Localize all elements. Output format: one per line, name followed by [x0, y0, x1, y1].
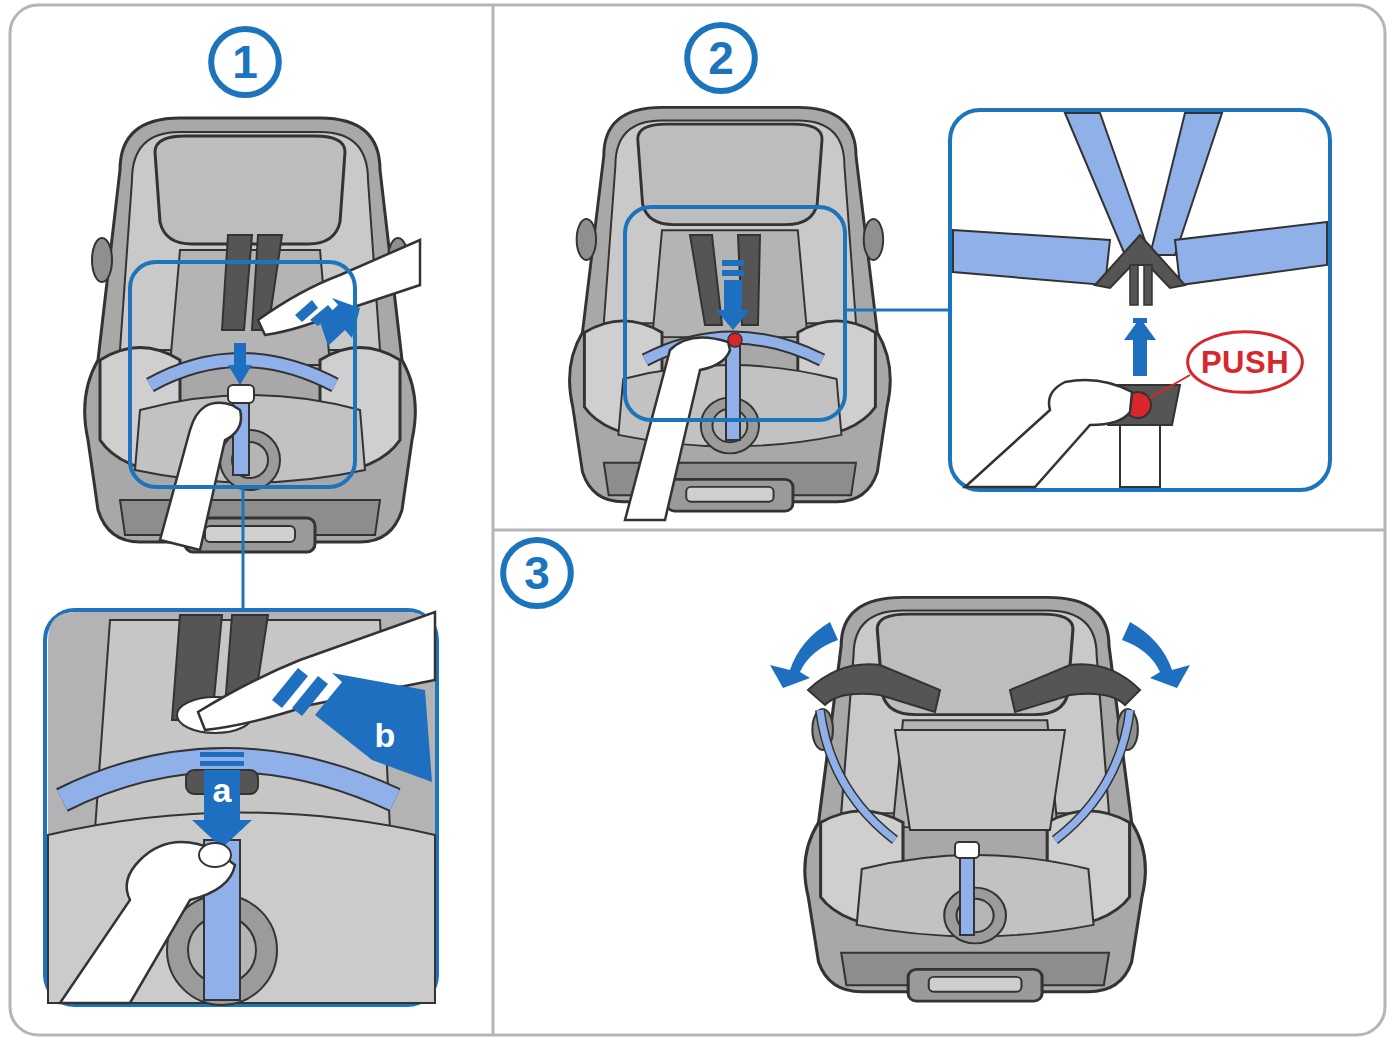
- callout-circle: 3: [501, 537, 573, 609]
- step-letter: b: [375, 718, 396, 752]
- callout-circle: 2: [685, 22, 757, 94]
- speech-bubble: PUSH: [1184, 329, 1306, 395]
- button-label: PUSH: [1201, 347, 1289, 378]
- callout-number: 1: [232, 39, 258, 85]
- callout-circle: 1: [209, 26, 281, 98]
- callout-number: 2: [708, 35, 734, 81]
- step-letter: a: [213, 773, 232, 807]
- callout-number: 3: [524, 550, 550, 596]
